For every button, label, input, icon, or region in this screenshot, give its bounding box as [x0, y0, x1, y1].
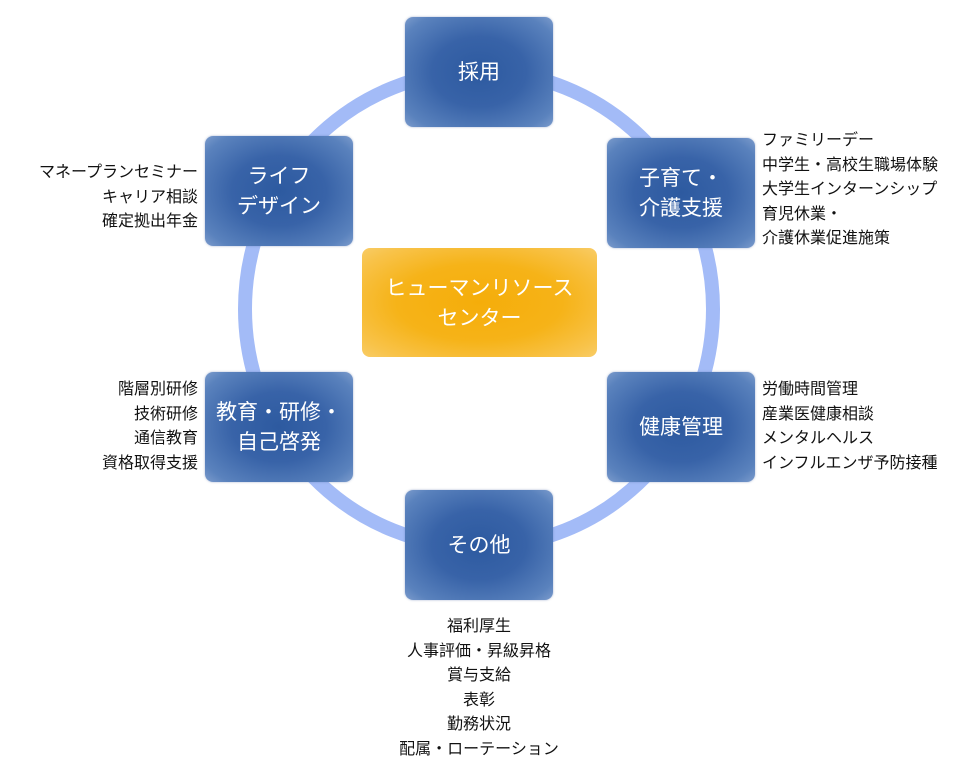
- node-childcare-label: 子育て・ 介護支援: [639, 166, 723, 220]
- list-item: 大学生インターンシップ: [762, 179, 938, 198]
- health-items: 労働時間管理 産業医健康相談 メンタルヘルス インフルエンザ予防接種: [762, 377, 938, 475]
- node-education: 教育・研修・ 自己啓発: [205, 372, 353, 482]
- list-item: 通信教育: [133, 428, 198, 447]
- other-items: 福利厚生 人事評価・昇級昇格 賞与支給 表彰 勤務状況 配属・ローテーション: [360, 614, 598, 761]
- node-other: その他: [405, 490, 553, 600]
- lifedesign-items: マネープランセミナー キャリア相談 確定拠出年金: [39, 160, 198, 234]
- list-item: キャリア相談: [101, 186, 198, 206]
- list-item: メンタルヘルス: [762, 428, 875, 447]
- childcare-items: ファミリーデー 中学生・高校生職場体験 大学生インターンシップ 育児休業・ 介護…: [762, 128, 938, 251]
- list-item: 人事評価・昇級昇格: [406, 640, 551, 660]
- node-other-label: その他: [447, 533, 511, 557]
- list-item: 確定拠出年金: [101, 211, 198, 230]
- center-hub: ヒューマンリソース センター: [362, 248, 597, 357]
- list-item: 賞与支給: [446, 665, 511, 684]
- node-recruitment: 採用: [405, 17, 553, 127]
- node-lifedesign-label: ライフ デザイン: [237, 164, 321, 218]
- list-item: 中学生・高校生職場体験: [762, 154, 939, 174]
- list-item: 階層別研修: [117, 379, 198, 398]
- node-lifedesign: ライフ デザイン: [205, 136, 353, 246]
- list-item: 勤務状況: [446, 714, 511, 733]
- list-item: ファミリーデー: [762, 130, 875, 149]
- list-item: 育児休業・: [762, 203, 843, 223]
- node-health-label: 健康管理: [639, 415, 723, 439]
- list-item: 福利厚生: [446, 616, 511, 635]
- list-item: 労働時間管理: [762, 379, 859, 398]
- list-item: 介護休業促進施策: [762, 228, 891, 247]
- list-item: 表彰: [462, 689, 495, 709]
- node-education-label: 教育・研修・ 自己啓発: [216, 400, 342, 454]
- node-recruitment-label: 採用: [458, 60, 500, 84]
- list-item: 配属・ローテーション: [399, 738, 559, 758]
- node-childcare: 子育て・ 介護支援: [607, 138, 755, 248]
- node-health: 健康管理: [607, 372, 755, 482]
- list-item: 産業医健康相談: [762, 403, 875, 423]
- list-item: 技術研修: [133, 403, 198, 423]
- list-item: マネープランセミナー: [38, 162, 198, 181]
- center-hub-label: ヒューマンリソース センター: [385, 275, 574, 330]
- list-item: 資格取得支援: [101, 452, 198, 472]
- list-item: インフルエンザ予防接種: [762, 452, 938, 472]
- education-items: 階層別研修 技術研修 通信教育 資格取得支援: [102, 377, 198, 475]
